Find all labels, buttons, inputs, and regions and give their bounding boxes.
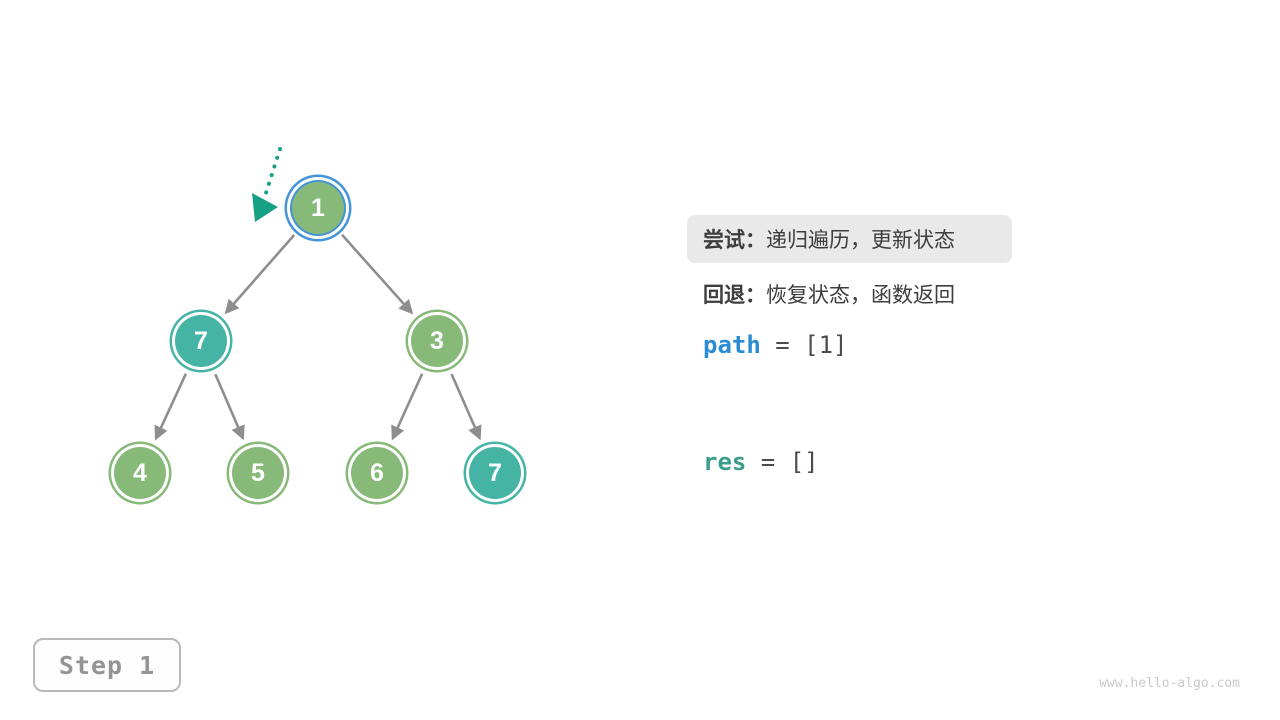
try-text: 递归遍历，更新状态 [766,229,955,252]
path-variable-name: path [703,331,761,359]
binary-tree-diagram: 1 7 3 4 5 6 7 [114,147,521,499]
backtrack-label: 回退： [703,284,766,307]
watermark: www.hello-algo.com [1099,676,1240,691]
step-badge: Step 1 [33,638,181,692]
tree-edge [450,373,482,441]
tree-node-n3: 3 [411,315,463,367]
backtrack-text: 恢复状态，函数返回 [766,284,955,307]
tree-edge [154,373,188,441]
path-variable: path = [1] [703,331,848,359]
path-variable-value: = [1] [760,331,848,359]
tree-edge [224,234,296,315]
tree-edge [341,233,414,315]
tree-node-n5: 5 [232,447,284,499]
tree-node-n6: 6 [351,447,403,499]
tree-edges [154,233,482,441]
tree-edges-svg [154,147,482,441]
tree-node-n1: 1 [292,182,344,234]
tree-edge [391,373,424,441]
res-variable-value: = [] [746,448,819,476]
tree-edge [214,373,245,441]
pointer-arrow [252,147,282,222]
explanation-panel: 尝试：递归遍历，更新状态 回退：恢复状态，函数返回 path = [1] res… [687,215,1107,476]
tree-node-n7l: 7 [175,315,227,367]
pointer-arrowhead-icon [252,193,278,222]
res-variable: res = [] [703,448,819,476]
pointer-dotted-path [264,147,282,195]
res-variable-name: res [703,448,747,476]
tree-node-n7r: 7 [469,447,521,499]
try-label: 尝试： [703,229,766,252]
try-step-box: 尝试：递归遍历，更新状态 [687,215,1012,263]
step-badge-label: Step 1 [58,650,156,680]
tree-node-n4: 4 [114,447,166,499]
backtrack-line: 回退：恢复状态，函数返回 [703,279,955,309]
